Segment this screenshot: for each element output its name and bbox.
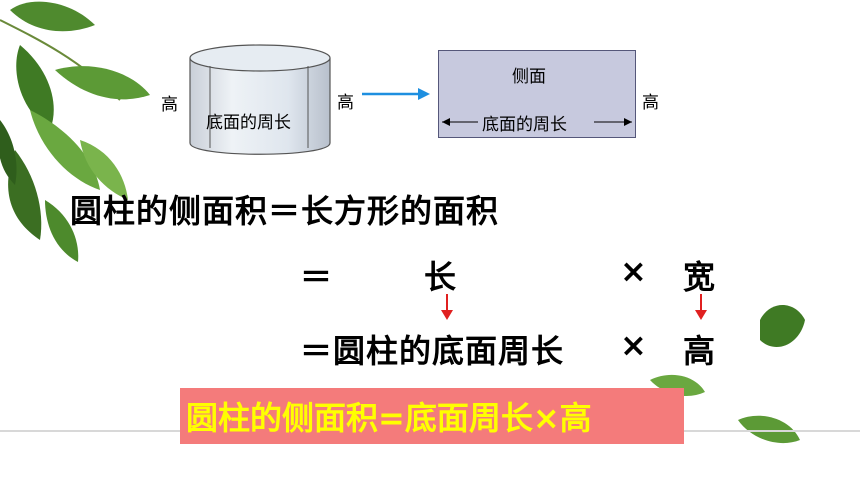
formula-line-3: ＝圆柱的底面周长 — [300, 332, 565, 370]
cylinder-illustration — [189, 44, 331, 155]
formula-line-2-times: × — [620, 252, 648, 290]
formula-line-1: 圆柱的侧面积＝长方形的面积 — [70, 192, 500, 230]
formula-line-3-height: 高 — [683, 332, 717, 370]
formula-line-2-length: 长 — [424, 258, 458, 296]
rect-title-label: 侧面 — [512, 67, 546, 87]
cylinder-base-label: 底面的周长 — [206, 113, 291, 133]
formula-line-2-equals: ＝ — [300, 258, 334, 296]
width-down-arrow-icon — [695, 294, 707, 320]
rect-height-label: 高 — [642, 93, 659, 113]
formula-line-2-width: 宽 — [683, 258, 717, 296]
length-down-arrow-icon — [441, 294, 453, 320]
rect-base-arrow-icon — [442, 118, 632, 126]
rect-base-label: 底面的周长 — [482, 115, 567, 135]
unfolded-rectangle — [438, 50, 636, 138]
unfold-arrow-icon — [362, 88, 430, 100]
cylinder-height-left-label: 高 — [161, 95, 178, 115]
formula-line-3-times: × — [620, 326, 648, 364]
summary-formula: 圆柱的侧面积=底面周长×高 — [186, 399, 592, 437]
summary-box — [180, 388, 684, 444]
cylinder-height-right-label: 高 — [337, 93, 354, 113]
